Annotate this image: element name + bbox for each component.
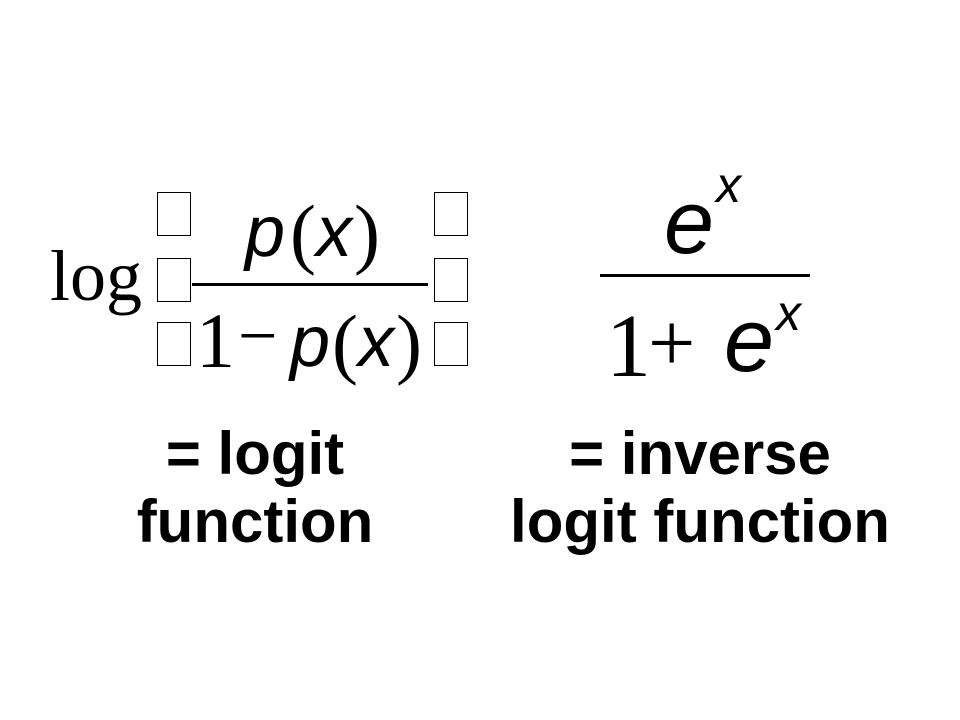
log-label: log: [50, 236, 143, 316]
denominator-p: p: [290, 302, 331, 382]
denominator-one: 1: [606, 297, 651, 396]
denominator-e: e: [724, 291, 775, 391]
bracket-top-right-placeholder-icon: [434, 192, 468, 236]
denominator-exponent-x: x: [776, 285, 801, 341]
inverse-logit-caption: = inverse logit function: [480, 420, 920, 556]
logit-caption-line1: = logit: [165, 420, 345, 487]
denominator-plus: +: [648, 297, 696, 390]
denominator-close-paren: ): [396, 299, 422, 386]
logit-fraction-bar: [192, 283, 428, 286]
logit-caption: = logit function: [100, 420, 410, 556]
inverse-logit-fraction-bar: [600, 274, 810, 277]
numerator-close-paren: ): [354, 189, 380, 276]
logit-caption-line2: function: [136, 488, 374, 555]
inverse-logit-caption-line2: logit function: [510, 488, 890, 555]
inverse-logit-caption-line1: = inverse: [569, 420, 831, 487]
bracket-top-left-placeholder-icon: [157, 192, 191, 236]
bracket-mid-right-placeholder-icon: [434, 258, 468, 302]
denominator-open-paren: (: [332, 299, 358, 386]
numerator-p: p: [245, 192, 286, 272]
denominator-one: 1: [196, 297, 235, 384]
denominator-minus: −: [238, 298, 278, 375]
bracket-mid-left-placeholder-icon: [157, 258, 191, 302]
numerator-e: e: [664, 173, 715, 273]
bracket-bottom-right-placeholder-icon: [434, 322, 468, 366]
denominator-x: x: [358, 302, 394, 382]
numerator-x: x: [316, 192, 352, 272]
numerator-exponent-x: x: [716, 157, 741, 213]
bracket-bottom-left-placeholder-icon: [157, 322, 191, 366]
numerator-open-paren: (: [290, 189, 316, 276]
